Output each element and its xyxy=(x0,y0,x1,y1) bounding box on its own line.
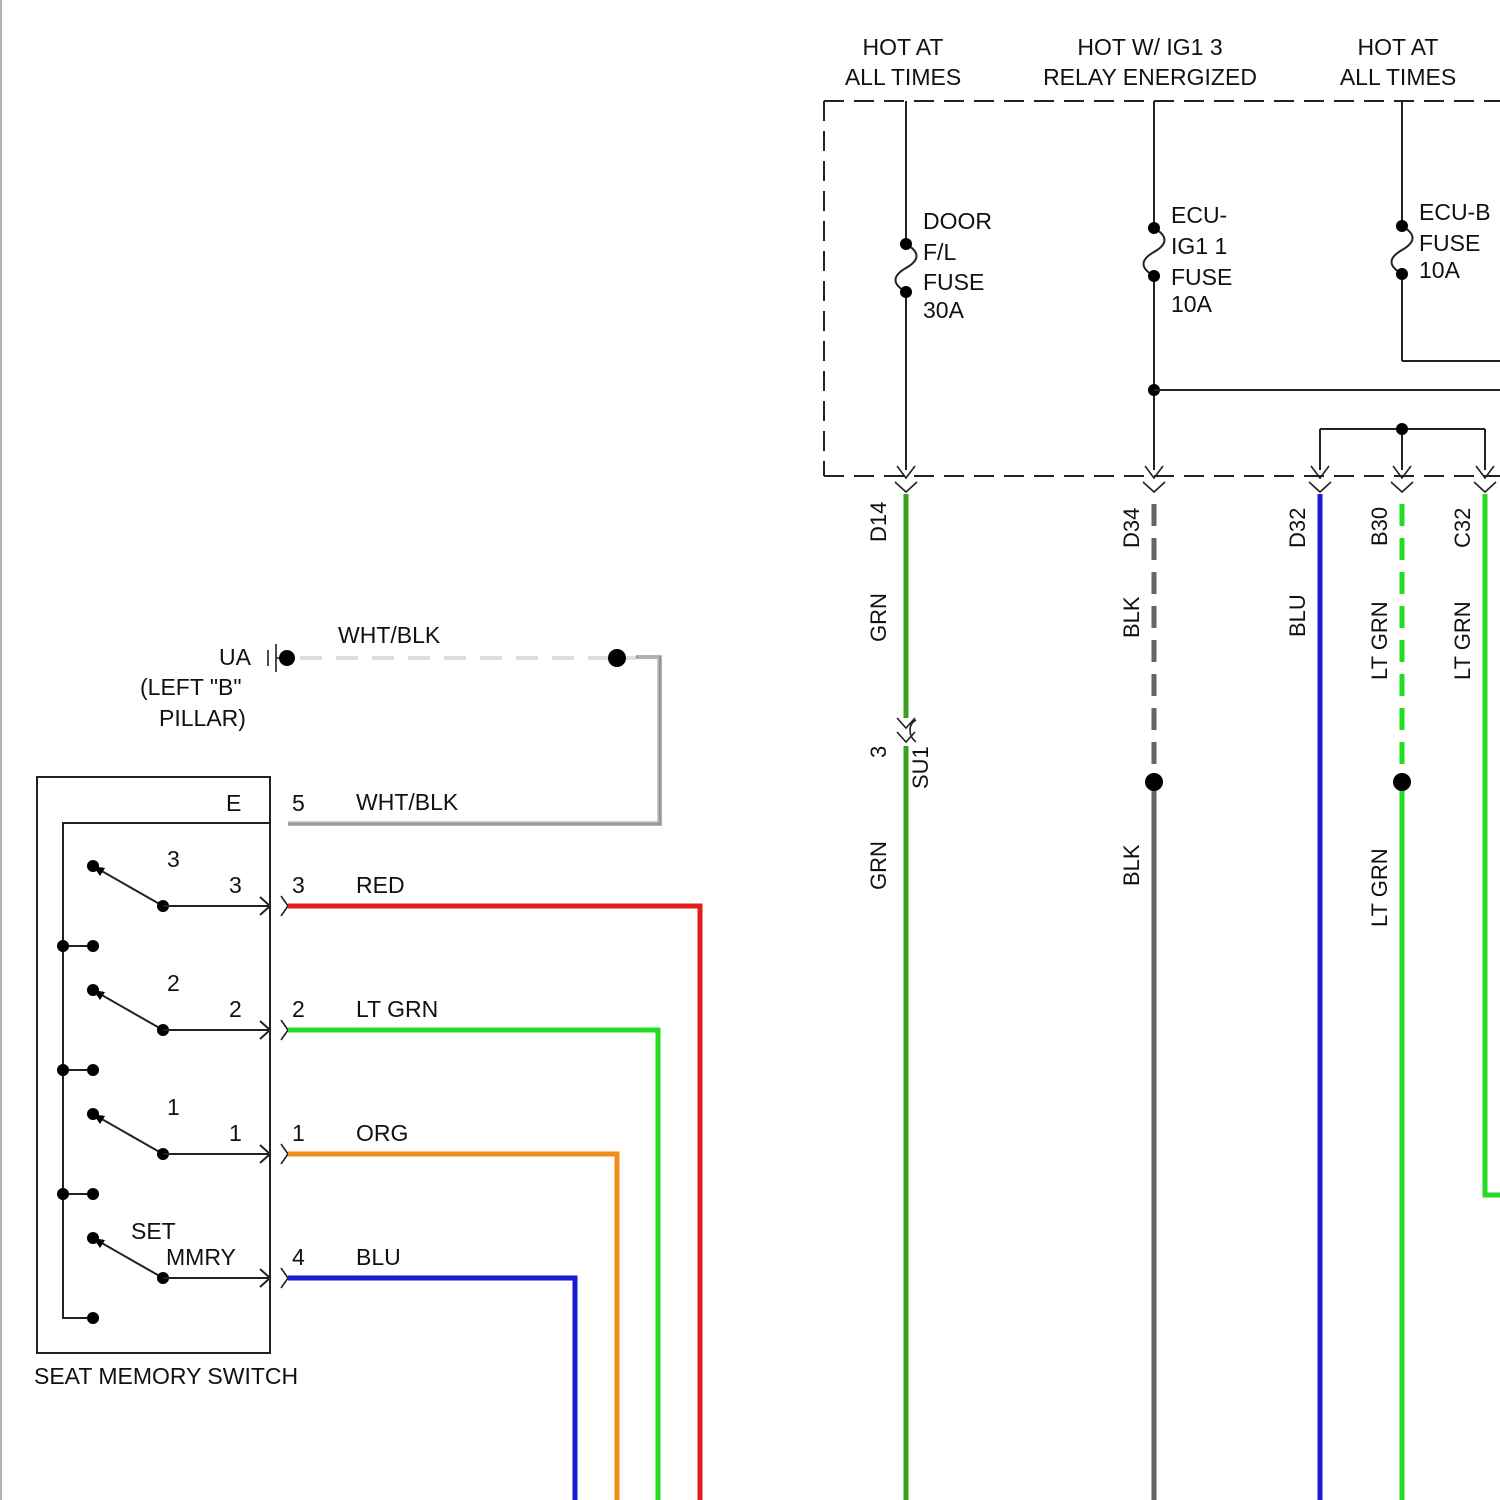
wire-d14: D14 GRN 3 SU1 GRN xyxy=(866,494,933,1500)
switch-label: 1 xyxy=(167,1094,180,1120)
fuse-2-label-3: FUSE xyxy=(1171,264,1232,290)
connector-d32-cup xyxy=(1309,482,1331,492)
fuse-header-1-line2: ALL TIMES xyxy=(845,64,961,90)
fuse-box: HOT AT ALL TIMES HOT W/ IG1 3 RELAY ENER… xyxy=(824,34,1500,476)
connector-d14-cup xyxy=(895,482,917,492)
switch-wire-color: LT GRN xyxy=(356,996,438,1022)
switch-arm xyxy=(93,866,163,906)
fuse-3-label-1: ECU-B xyxy=(1419,199,1491,225)
ground-location-2: PILLAR) xyxy=(159,705,246,731)
fuse-ecu-b: ECU-B FUSE 10A xyxy=(1392,101,1500,361)
fuse-3-label-3: 10A xyxy=(1419,257,1461,283)
ground-location-1: (LEFT "B" xyxy=(140,674,242,700)
wire-d34: D34 BLK BLK xyxy=(1119,504,1163,1500)
switch-pin-number: 4 xyxy=(292,1244,305,1270)
switch-inner-pin: 3 xyxy=(229,872,242,898)
connector-d34-cup xyxy=(1143,482,1165,492)
switch-label: SET xyxy=(131,1218,176,1244)
switch-wire-color: BLU xyxy=(356,1244,401,1270)
wire-c32-line xyxy=(1485,494,1500,1195)
fuse-header-2-line2: RELAY ENERGIZED xyxy=(1043,64,1257,90)
wire-d34-color-upper: BLK xyxy=(1119,596,1144,638)
switch-inner-pin: MMRY xyxy=(166,1244,236,1270)
switch-arm xyxy=(93,1238,163,1278)
fuse-ecu-ig1: ECU- IG1 1 FUSE 10A xyxy=(1144,101,1500,470)
fuse-door-fl: DOOR F/L FUSE 30A xyxy=(896,101,993,470)
fuse-box-connectors xyxy=(895,466,1496,492)
wire-b30: B30 LT GRN LT GRN xyxy=(1367,504,1411,1500)
wire-d34-color-lower: BLK xyxy=(1119,844,1144,886)
splice-id-label: SU1 xyxy=(908,746,933,789)
fuse-header-3-line1: HOT AT xyxy=(1358,34,1439,60)
switch-row-2: 2 2 2 LT GRN xyxy=(57,970,438,1076)
fuse-2-label-2: IG1 1 xyxy=(1171,233,1227,259)
splice-pin-label: 3 xyxy=(866,746,891,758)
fuse-icon xyxy=(896,244,917,292)
wire-d32-color: BLU xyxy=(1285,594,1310,637)
ground-name: UA xyxy=(219,644,252,670)
switch-inner-pin: 1 xyxy=(229,1120,242,1146)
switch-wire-color: RED xyxy=(356,872,405,898)
wire-b30-color-lower: LT GRN xyxy=(1367,848,1392,927)
switch-inner-pin: 2 xyxy=(229,996,242,1022)
connector-cup-icon xyxy=(281,896,288,916)
fuse-1-label-1: DOOR xyxy=(923,208,992,234)
fuse-2-label-4: 10A xyxy=(1171,291,1213,317)
connector-cup-icon xyxy=(281,1144,288,1164)
fuse-header-1-line1: HOT AT xyxy=(863,34,944,60)
switch-pin-number: 2 xyxy=(292,996,305,1022)
wire-c32-color: LT GRN xyxy=(1450,601,1475,680)
connector-b30-cup xyxy=(1391,482,1413,492)
wire-blu xyxy=(288,1278,575,1500)
connector-d34-label: D34 xyxy=(1119,508,1144,548)
wire-org xyxy=(288,1154,617,1500)
wire-b30-color-upper: LT GRN xyxy=(1367,601,1392,680)
switch-ground-label: E xyxy=(226,790,241,816)
switch-ground-wire: WHT/BLK xyxy=(356,789,459,815)
fuse-1-label-2: F/L xyxy=(923,239,956,265)
switch-ground-pin: 5 xyxy=(292,790,305,816)
wire-lt-grn xyxy=(288,1030,658,1500)
connector-cup-icon xyxy=(281,1020,288,1040)
connector-d14-label: D14 xyxy=(866,502,891,542)
wire-d32: D32 BLU xyxy=(1285,494,1320,1500)
wire-d14-color-lower: GRN xyxy=(866,841,891,890)
switch-arm xyxy=(93,1114,163,1154)
fuse-header-2-line1: HOT W/ IG1 3 xyxy=(1077,34,1222,60)
connector-c32-cup xyxy=(1474,482,1496,492)
switch-label: 2 xyxy=(167,970,180,996)
connector-d32-label: D32 xyxy=(1285,508,1310,548)
fuse-icon xyxy=(1144,228,1165,276)
ground-wire-solid xyxy=(288,657,660,824)
fuse-1-label-4: 30A xyxy=(923,297,965,323)
switch-wire-color: ORG xyxy=(356,1120,408,1146)
branch-bus xyxy=(1320,423,1485,470)
switch-pin-number: 1 xyxy=(292,1120,305,1146)
junction-dot xyxy=(1393,773,1411,791)
output-wires xyxy=(288,906,700,1500)
wire-red xyxy=(288,906,700,1500)
switch-pin-number: 3 xyxy=(292,872,305,898)
fuse-header-3-line2: ALL TIMES xyxy=(1340,64,1456,90)
wire-c32: C32 LT GRN xyxy=(1450,494,1500,1195)
switch-title: SEAT MEMORY SWITCH xyxy=(34,1363,298,1389)
connector-cup-icon xyxy=(281,1268,288,1288)
switch-arm xyxy=(93,990,163,1030)
fuse-icon xyxy=(1392,226,1413,274)
connector-c32-label: C32 xyxy=(1450,508,1475,548)
ground-wire-color: WHT/BLK xyxy=(338,622,441,648)
connector-b30-label: B30 xyxy=(1367,507,1392,546)
junction-dot xyxy=(1145,773,1163,791)
wire-d14-color-upper: GRN xyxy=(866,593,891,642)
switch-label: 3 xyxy=(167,846,180,872)
fuse-3-label-2: FUSE xyxy=(1419,230,1480,256)
fuse-1-label-3: FUSE xyxy=(923,269,984,295)
fuse-2-label-1: ECU- xyxy=(1171,202,1227,228)
